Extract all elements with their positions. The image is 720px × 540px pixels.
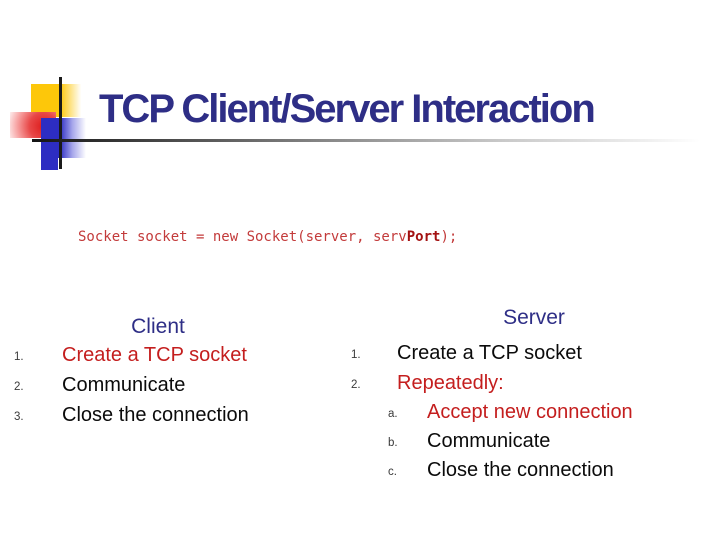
server-sublist-item: c. Close the connection xyxy=(388,459,708,485)
item-text: Create a TCP socket xyxy=(397,342,582,364)
server-heading: Server xyxy=(503,306,565,329)
slide-title: TCP Client/Server Interaction xyxy=(99,87,596,131)
item-text: Communicate xyxy=(427,430,551,452)
item-text: Communicate xyxy=(62,374,186,396)
code-emphasis: Port xyxy=(406,229,441,245)
code-suffix: ); xyxy=(440,229,458,245)
server-sublist-item: a. Accept new connection xyxy=(388,401,708,427)
client-heading: Client xyxy=(131,315,185,338)
server-sublist-item: b. Communicate xyxy=(388,430,708,456)
server-list-item: 2. Repeatedly: xyxy=(351,372,671,398)
code-line: Socket socket = new Socket(server, servP… xyxy=(78,229,457,245)
item-marker: 1. xyxy=(351,349,361,361)
item-marker: 2. xyxy=(14,381,24,393)
client-list-item: 3. Close the connection xyxy=(14,404,334,430)
item-marker: 1. xyxy=(14,351,24,363)
client-list-item: 1. Create a TCP socket xyxy=(14,344,334,370)
item-text: Accept new connection xyxy=(427,401,633,423)
deco-blue-square xyxy=(41,118,86,158)
deco-vertical-line xyxy=(59,77,62,169)
item-text: Create a TCP socket xyxy=(62,344,247,366)
item-marker: c. xyxy=(388,466,397,478)
title-underline-rule xyxy=(32,139,700,142)
item-marker: 3. xyxy=(14,411,24,423)
deco-blue-small-square xyxy=(41,158,58,170)
item-marker: 2. xyxy=(351,379,361,391)
code-prefix: Socket socket = new Socket(server, serv xyxy=(78,229,407,245)
item-marker: a. xyxy=(388,408,398,420)
item-text: Close the connection xyxy=(427,459,614,481)
deco-yellow-square xyxy=(31,84,81,117)
item-marker: b. xyxy=(388,437,398,449)
item-text: Close the connection xyxy=(62,404,249,426)
server-list-item: 1. Create a TCP socket xyxy=(351,342,671,368)
item-text: Repeatedly: xyxy=(397,372,504,394)
client-list-item: 2. Communicate xyxy=(14,374,334,400)
